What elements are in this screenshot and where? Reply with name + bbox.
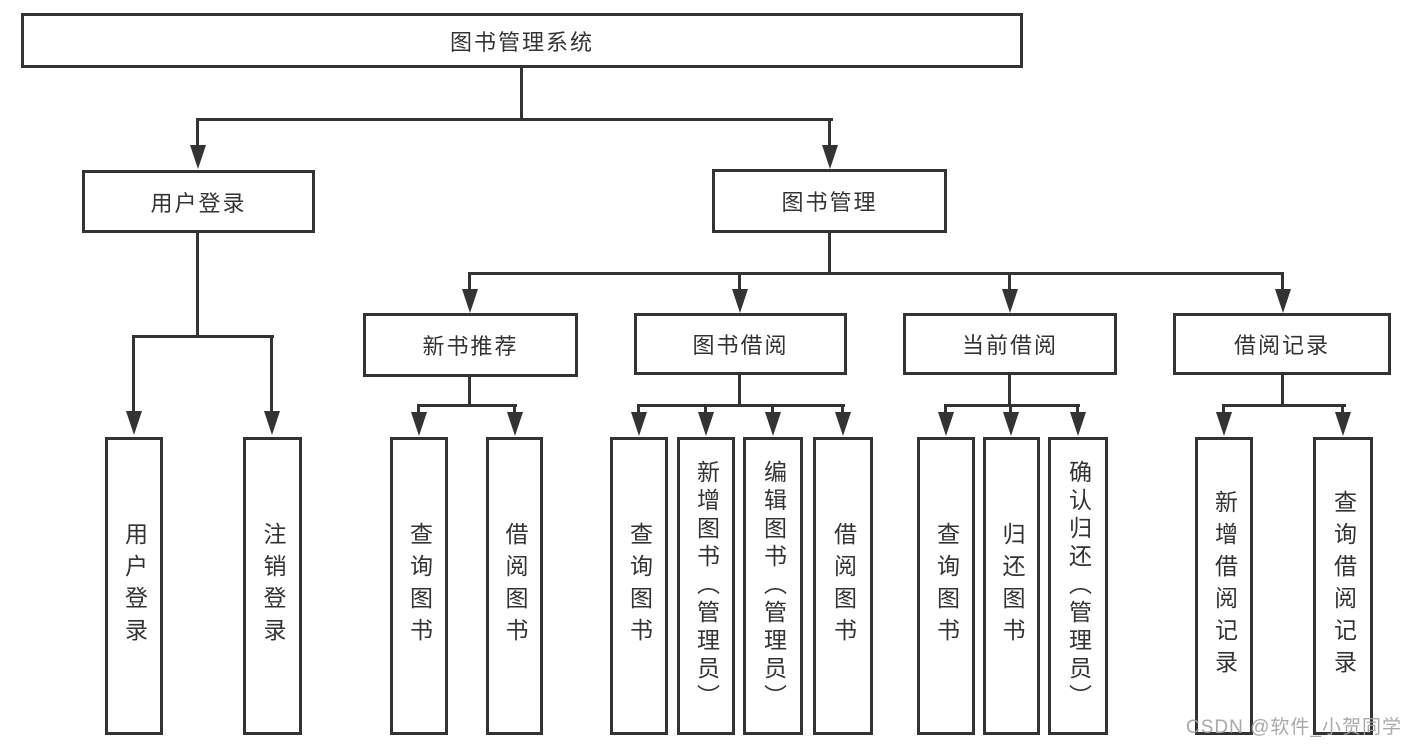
arrowhead-down: [698, 412, 714, 436]
arrowhead-down: [264, 411, 280, 435]
leaf-query-books-1: 查询图书: [390, 437, 448, 735]
arrowhead-down: [126, 411, 142, 435]
connector-line: [944, 404, 1080, 407]
connector-line: [417, 404, 420, 414]
arrowhead-down: [507, 412, 523, 436]
leaf-logout: 注销登录: [243, 437, 302, 735]
leaf-add-borrow-record: 新增借阅记录: [1195, 437, 1253, 735]
connector-line: [771, 404, 774, 414]
connector-line: [1008, 272, 1011, 290]
arrowhead-down: [822, 145, 838, 169]
leaf-edit-books-admin: 编辑图书（管理员）: [743, 437, 803, 735]
node-new-book-recommendation-label: 新书推荐: [422, 334, 519, 359]
node-current-borrowing: 当前借阅: [903, 313, 1117, 375]
leaf-borrow-books-1-label: 借阅图书: [502, 522, 528, 650]
leaf-borrow-books-2: 借阅图书: [813, 437, 873, 735]
connector-line: [828, 233, 831, 275]
connector-line: [738, 375, 741, 407]
arrowhead-down: [1070, 412, 1086, 436]
leaf-query-books-3: 查询图书: [917, 437, 975, 735]
arrowhead-down: [1335, 412, 1351, 436]
connector-line: [944, 404, 947, 414]
arrowhead-down: [1216, 412, 1232, 436]
arrowhead-down: [1275, 289, 1291, 313]
leaf-confirm-return-admin: 确认归还（管理员）: [1048, 437, 1108, 735]
leaf-user-login: 用户登录: [105, 437, 163, 735]
node-current-borrowing-label: 当前借阅: [961, 333, 1058, 358]
connector-line: [704, 404, 707, 414]
arrowhead-down: [190, 145, 206, 169]
node-borrowing-records: 借阅记录: [1173, 313, 1391, 375]
node-user-login-label: 用户登录: [150, 190, 247, 216]
csdn-watermark: CSDN @软件_小贺同学: [1186, 717, 1402, 738]
connector-line: [841, 404, 844, 414]
leaf-add-borrow-record-label: 新增借阅记录: [1211, 490, 1238, 682]
leaf-borrow-books-1: 借阅图书: [486, 437, 543, 735]
leaf-query-borrow-record: 查询借阅记录: [1313, 437, 1373, 735]
leaf-return-books-label: 归还图书: [999, 522, 1025, 650]
connector-line: [1222, 404, 1346, 407]
connector-line: [637, 404, 845, 407]
leaf-query-books-2: 查询图书: [610, 437, 668, 735]
connector-line: [1281, 272, 1284, 290]
leaf-user-login-label: 用户登录: [121, 522, 148, 650]
connector-line: [418, 404, 517, 407]
node-book-borrowing: 图书借阅: [634, 313, 847, 375]
connector-line: [196, 118, 199, 148]
connector-line: [1076, 404, 1079, 414]
node-root-label: 图书管理系统: [449, 29, 594, 55]
leaf-add-books-admin-label: 新增图书（管理员）: [693, 460, 720, 712]
connector-line: [270, 335, 273, 413]
connector-line: [1009, 404, 1012, 414]
arrowhead-down: [938, 412, 954, 436]
node-book-management-label: 图书管理: [781, 190, 878, 215]
connector-line: [133, 335, 274, 338]
connector-line: [197, 118, 833, 121]
arrowhead-down: [1003, 412, 1019, 436]
node-book-borrowing-label: 图书借阅: [692, 333, 789, 358]
connector-line: [468, 272, 1284, 275]
leaf-query-books-1-label: 查询图书: [406, 522, 433, 650]
arrowhead-down: [462, 289, 478, 313]
connector-line: [1281, 375, 1284, 407]
node-borrowing-records-label: 借阅记录: [1233, 333, 1330, 358]
connector-line: [132, 335, 135, 413]
leaf-edit-books-admin-label: 编辑图书（管理员）: [760, 460, 787, 712]
connector-line: [468, 272, 471, 290]
leaf-borrow-books-2-label: 借阅图书: [830, 522, 857, 650]
connector-line: [1008, 375, 1011, 407]
arrowhead-down: [835, 412, 851, 436]
connector-line: [738, 272, 741, 290]
connector-line: [513, 404, 516, 414]
leaf-return-books: 归还图书: [983, 437, 1040, 735]
arrowhead-down: [1002, 289, 1018, 313]
leaf-logout-label: 注销登录: [260, 522, 286, 650]
node-new-book-recommendation: 新书推荐: [363, 313, 578, 377]
arrowhead-down: [411, 412, 427, 436]
node-user-login: 用户登录: [82, 170, 315, 233]
leaf-confirm-return-admin-label: 确认归还（管理员）: [1065, 460, 1092, 712]
node-root: 图书管理系统: [21, 13, 1023, 68]
leaf-query-books-2-label: 查询图书: [626, 522, 653, 650]
arrowhead-down: [732, 289, 748, 313]
connector-line: [468, 377, 471, 407]
connector-line: [828, 118, 831, 148]
leaf-query-borrow-record-label: 查询借阅记录: [1330, 490, 1357, 682]
arrowhead-down: [765, 412, 781, 436]
node-book-management: 图书管理: [712, 169, 947, 233]
connector-line: [1222, 404, 1225, 414]
connector-line: [196, 233, 199, 338]
connector-line: [520, 68, 523, 120]
leaf-add-books-admin: 新增图书（管理员）: [677, 437, 735, 735]
arrowhead-down: [631, 412, 647, 436]
connector-line: [637, 404, 640, 414]
leaf-query-books-3-label: 查询图书: [933, 522, 960, 650]
connector-line: [1341, 404, 1344, 414]
